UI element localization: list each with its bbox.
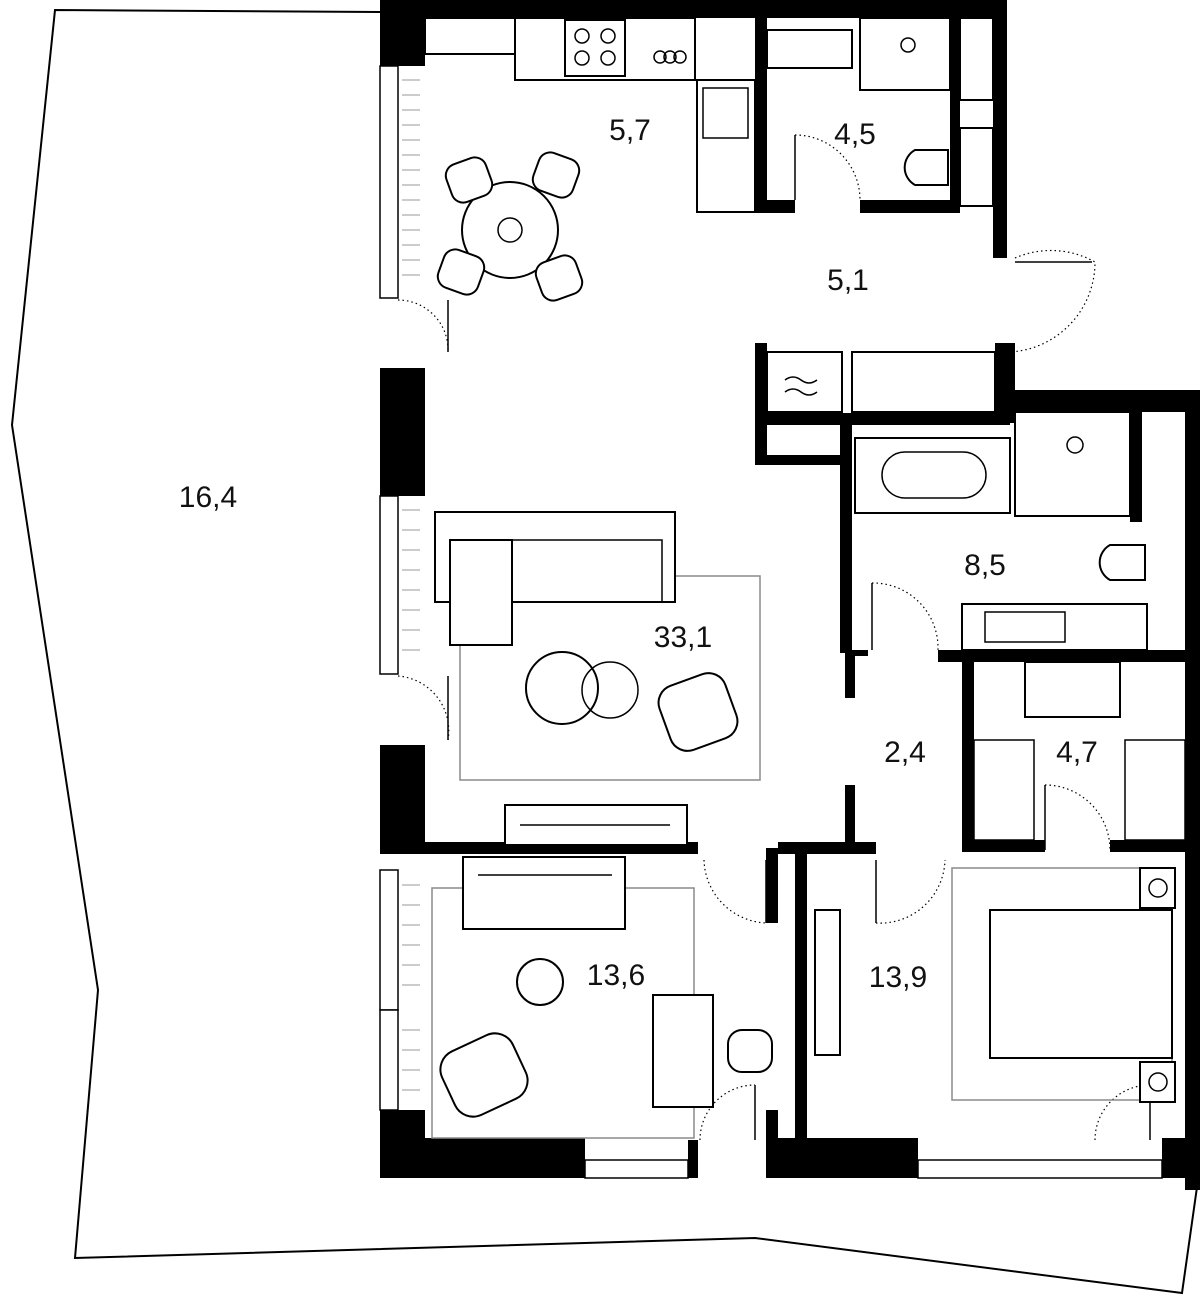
- bathroom-1-fixtures: [766, 17, 994, 207]
- study-room-area: 13,6: [587, 959, 645, 992]
- bedroom-area: 13,9: [869, 961, 927, 994]
- kitchen-furniture: [424, 17, 756, 213]
- living-room-area: 33,1: [654, 621, 712, 654]
- windows: [379, 65, 1163, 1179]
- living-room-furniture: [434, 511, 761, 846]
- study-furniture: [431, 856, 773, 1139]
- laundry-and-storage: [766, 351, 996, 413]
- corridor-area: 2,4: [884, 736, 926, 769]
- wardrobe-fixtures: [973, 661, 1186, 841]
- bedroom-furniture: [814, 867, 1176, 1103]
- walls: [380, 0, 1200, 1190]
- dining-table: [436, 151, 584, 302]
- kitchen-dining-area: 5,7: [609, 114, 651, 147]
- bathroom-1-area: 4,5: [834, 118, 876, 151]
- hallway-area: 5,1: [827, 264, 869, 297]
- wardrobe-area: 4,7: [1056, 736, 1098, 769]
- bathroom-2-area: 8,5: [964, 549, 1006, 582]
- terrace-outline: [10, 8, 1199, 1295]
- area-labels: 16,4 5,7 4,5 5,1 33,1 8,5 2,4 4,7 13,6 1…: [179, 114, 1098, 994]
- bathroom-2-fixtures: [854, 411, 1148, 651]
- terrace-area: 16,4: [179, 481, 237, 514]
